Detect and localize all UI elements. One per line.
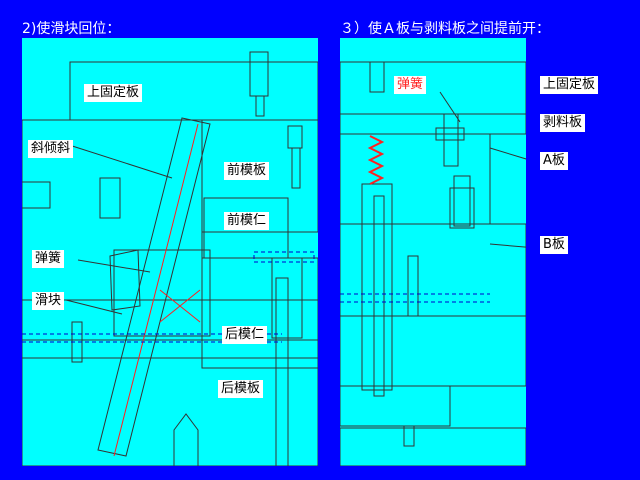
rear-core-shape xyxy=(201,257,318,369)
stripper-plate-shape xyxy=(340,113,526,135)
label-spring-right: 弹簧 xyxy=(394,76,427,94)
label-front-mold-core: 前模仁 xyxy=(224,212,270,230)
label-top-fixed-plate-right: 上固定板 xyxy=(540,76,599,94)
label-b-plate: B板 xyxy=(540,236,568,254)
label-angle-pin: 斜倾斜 xyxy=(28,140,74,158)
right-mold-drawing xyxy=(340,61,526,466)
right-diagram-panel: 弹簧 xyxy=(340,38,526,466)
right-title: ３）使Ａ板与剥料板之间提前开： xyxy=(340,21,550,37)
left-diagram-panel: 上固定板 斜倾斜 前模板 前模仁 弹簧 滑块 后模仁 后模板 xyxy=(22,38,318,466)
label-spring: 弹簧 xyxy=(32,250,65,268)
label-rear-mold-core: 后模仁 xyxy=(222,326,268,344)
label-top-fixed-plate: 上固定板 xyxy=(84,84,143,102)
left-title: 2)使滑块回位： xyxy=(22,21,121,37)
top-fixed-plate-shape xyxy=(340,61,526,115)
label-slider: 滑块 xyxy=(32,292,65,310)
rear-mold-plate-shape xyxy=(22,357,318,466)
angle-pin-shape xyxy=(97,117,211,457)
label-rear-mold-plate: 后模板 xyxy=(218,380,264,398)
spring-shape xyxy=(367,135,385,185)
label-stripper-plate: 剥料板 xyxy=(540,114,586,132)
label-front-mold-plate: 前模板 xyxy=(224,162,270,180)
left-mold-drawing xyxy=(22,51,318,466)
label-a-plate: A板 xyxy=(540,152,568,170)
